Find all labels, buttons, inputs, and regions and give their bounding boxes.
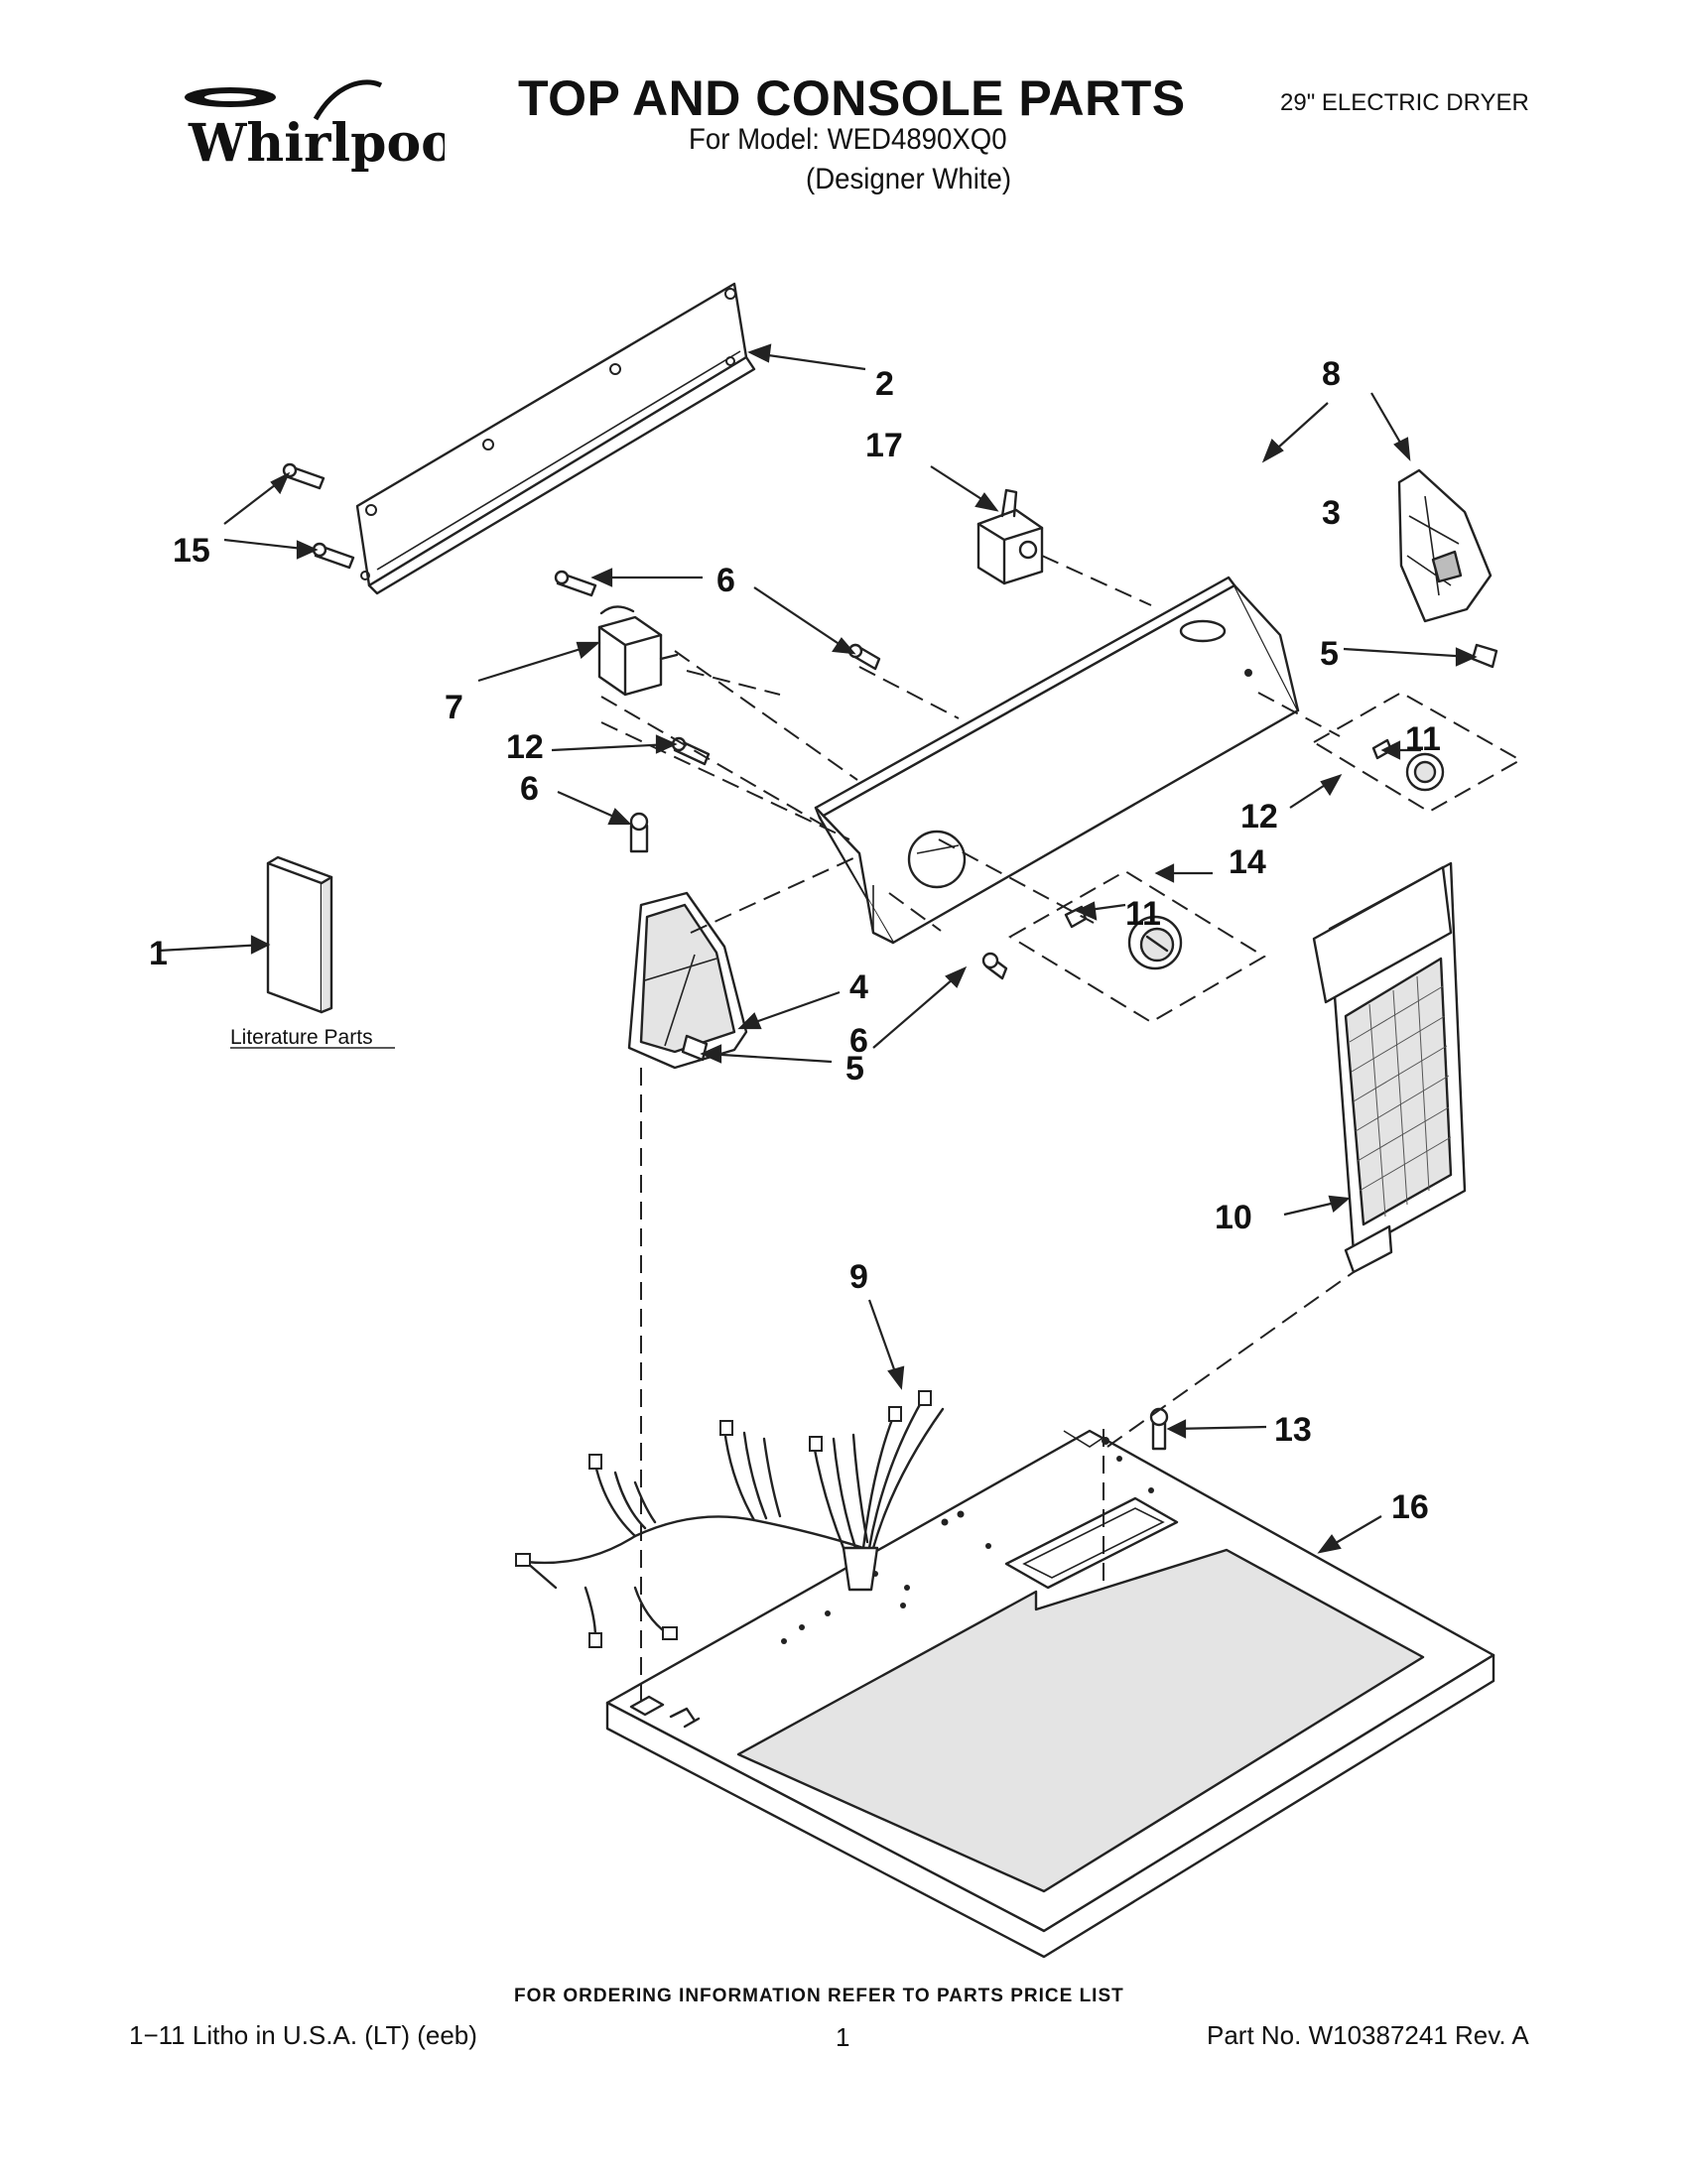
knob-assembly-box — [1008, 691, 1523, 1024]
lint-screen — [1312, 861, 1467, 1274]
callout-6-top: 6 — [716, 562, 735, 599]
wire-harness — [515, 1390, 945, 1648]
callout-7: 7 — [445, 689, 463, 726]
console-end-cap — [627, 891, 748, 1070]
callout-2: 2 — [875, 365, 894, 403]
callout-15: 15 — [173, 532, 210, 570]
callout-1: 1 — [149, 935, 168, 972]
leader-arrows — [158, 343, 1478, 1554]
model-number: For Model: WED4890XQ0 — [689, 123, 1007, 156]
ordering-note: FOR ORDERING INFORMATION REFER TO PARTS … — [514, 1986, 1124, 2006]
callout-6-center: 6 — [849, 1022, 868, 1060]
push-to-start-switch — [976, 488, 1044, 585]
callout-8: 8 — [1322, 355, 1341, 393]
callout-14: 14 — [1229, 843, 1266, 881]
literature-label: Literature Parts — [230, 1026, 373, 1049]
litho-info: 1−11 Litho in U.S.A. (LT) (eeb) — [129, 2020, 477, 2050]
callout-13: 13 — [1274, 1411, 1312, 1449]
callout-3: 3 — [1322, 494, 1341, 532]
top-panel — [605, 1429, 1495, 1959]
page-title: TOP AND CONSOLE PARTS — [518, 70, 1186, 126]
brand-name: Whirlpool — [188, 113, 445, 174]
callout-5-top: 5 — [1320, 635, 1339, 673]
callout-11-right: 11 — [1405, 720, 1441, 758]
literature-parts: Literature Parts — [230, 855, 395, 1049]
model-finish: (Designer White) — [806, 163, 1012, 195]
callout-10: 10 — [1215, 1199, 1252, 1236]
console-rear-panel — [355, 282, 756, 595]
callout-12-right: 12 — [1240, 798, 1278, 835]
callout-17: 17 — [865, 427, 903, 464]
product-type: 29" ELECTRIC DRYER — [1280, 89, 1529, 116]
timer — [597, 605, 679, 697]
callout-12-left: 12 — [506, 728, 544, 766]
callout-labels: 2 17 8 3 5 15 6 7 12 6 11 12 14 11 1 4 6… — [149, 355, 1441, 1526]
callout-6-left: 6 — [520, 770, 539, 808]
callout-16: 16 — [1391, 1488, 1429, 1526]
console-backsplash — [814, 576, 1300, 945]
screws — [282, 462, 1498, 1451]
callout-9: 9 — [849, 1258, 868, 1296]
callout-4: 4 — [849, 968, 868, 1006]
lint-screen-housing — [1397, 468, 1493, 623]
brand-logo: Whirlpool — [185, 79, 445, 174]
assembly-lines — [600, 555, 1355, 1707]
part-number: Part No. W10387241 Rev. A — [1207, 2020, 1529, 2050]
callout-11-center: 11 — [1125, 895, 1161, 933]
callout-5-bottom: 5 — [845, 1050, 864, 1088]
page-number: 1 — [836, 2022, 850, 2052]
